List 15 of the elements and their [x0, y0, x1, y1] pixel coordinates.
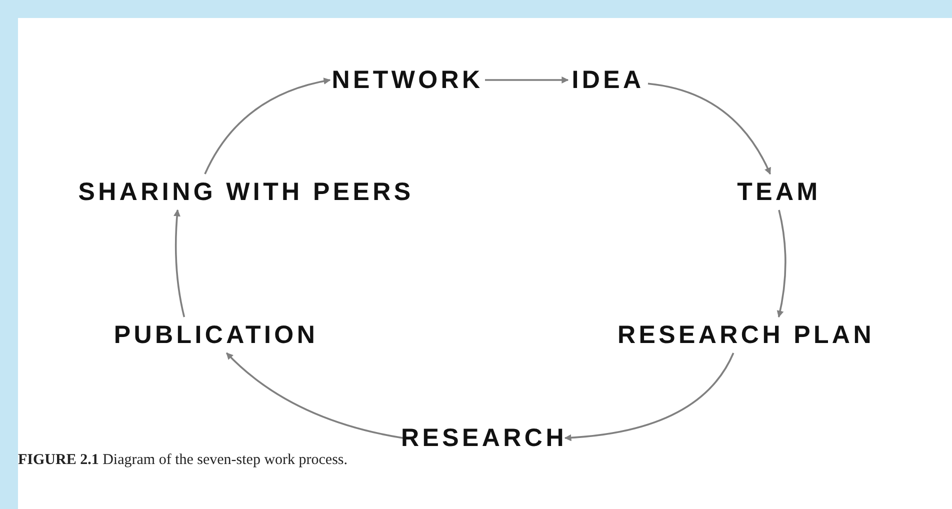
arrow [204, 78, 331, 174]
step-label: TEAM [737, 178, 821, 206]
step-label: SHARING WITH PEERS [78, 178, 414, 206]
step-label: NETWORK [332, 66, 484, 94]
arrow [485, 76, 569, 84]
arrow [564, 352, 734, 442]
arrow [776, 210, 786, 318]
step-label: PUBLICATION [114, 320, 318, 350]
arrow [648, 82, 772, 175]
figure-caption: FIGURE 2.1 Diagram of the seven-step work process. [18, 452, 348, 469]
arrow [174, 209, 186, 318]
arrow [226, 352, 404, 439]
step-label: IDEA [572, 66, 644, 94]
step-label: RESEARCH PLAN [618, 320, 874, 350]
step-label: RESEARCH [401, 424, 567, 452]
